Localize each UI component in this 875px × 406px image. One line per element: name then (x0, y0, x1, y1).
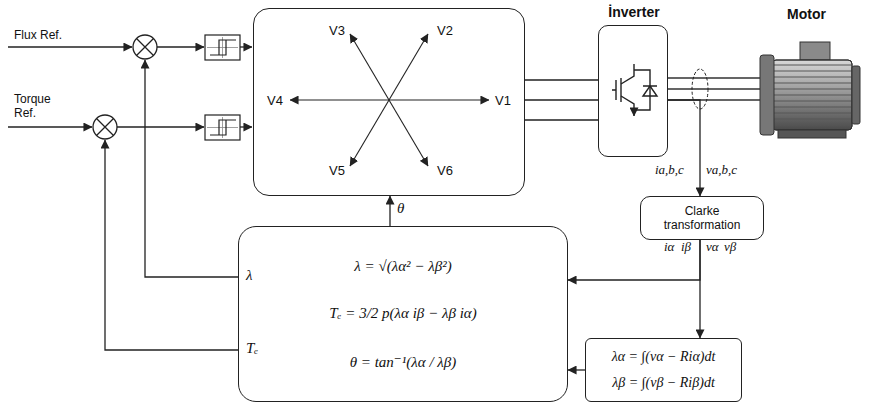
signal-name: vβ (724, 239, 736, 255)
node-text: Tₑ = 3/2 p(λα iβ − λβ iα) (329, 305, 476, 322)
igbt-symbol (620, 78, 621, 102)
node-text: Clarke transformation (641, 204, 763, 232)
voltage-vector-star (389, 34, 428, 100)
motor-illustration (800, 42, 830, 60)
input-label: Flux Ref. (14, 28, 62, 42)
hysteresis-comparator (205, 35, 240, 60)
node-text: V2 (437, 23, 453, 38)
signal-wire (117, 126, 204, 127)
node-text: V1 (495, 93, 511, 108)
igbt-symbol (621, 64, 650, 110)
voltage-vector-star (350, 100, 389, 166)
igbt-symbol (612, 80, 616, 100)
node-text: V4 (267, 93, 283, 108)
motor-illustration (772, 60, 852, 130)
signal-name: Tₑ (246, 339, 258, 357)
block-heading: İnverter (579, 4, 689, 20)
signal-wire (240, 46, 252, 47)
signal-wire (145, 60, 238, 277)
motor-cable (668, 78, 762, 100)
summing-junction (133, 35, 157, 59)
summing-junction (93, 115, 117, 139)
hysteresis-comparator (210, 40, 236, 55)
hysteresis-comparator (205, 115, 240, 140)
inverter-box: İnverter (598, 25, 668, 157)
input-label: Torque Ref. (14, 92, 66, 121)
connector (699, 240, 700, 338)
signal-wire (105, 140, 238, 350)
motor-label: Motor (787, 6, 826, 23)
connector (525, 80, 598, 120)
switching-table: V3 V2V4 V1V5 V6 (253, 8, 525, 196)
signal-name: iβ (681, 239, 691, 255)
connector (668, 100, 700, 196)
igbt-symbol (621, 96, 634, 116)
voltage-vector-star (389, 100, 428, 166)
signal-name: va,b,c (706, 162, 737, 178)
motor-illustration (760, 42, 860, 138)
summing-junction (93, 35, 157, 139)
connector (568, 240, 700, 280)
node-text: θ = tan⁻¹(λα / λβ) (350, 353, 457, 371)
node-text: V5 (329, 163, 345, 178)
signal-wire (8, 126, 92, 127)
signal-name: iα (664, 239, 674, 255)
node-text: λβ = ∫(vβ − Riβ)dt (612, 375, 715, 391)
hysteresis-comparator (210, 120, 236, 135)
voltage-vector-star (290, 34, 489, 166)
flux-integrator: λα = ∫(vα − Riα)dt λβ = ∫(vβ − Riβ)dt (585, 338, 742, 402)
connector (568, 369, 585, 370)
signal-wire (8, 47, 252, 350)
node-text: λα = ∫(vα − Riα)dt (612, 349, 716, 365)
motor-illustration (772, 60, 852, 130)
node-text: V6 (437, 163, 453, 178)
voltage-vector-star (290, 99, 389, 100)
summing-junction (137, 39, 154, 56)
motor-cable (668, 78, 762, 100)
igbt-symbol (643, 86, 657, 96)
signal-name: λ (246, 266, 253, 284)
signal-name: ia,b,c (655, 162, 684, 178)
motor-illustration (760, 55, 774, 135)
signal-name: vα (706, 239, 719, 255)
connector (389, 196, 390, 226)
motor-illustration (778, 130, 846, 138)
node-text: V3 (329, 23, 345, 38)
hysteresis-comparator (207, 117, 238, 138)
node-text: λ = √(λα² − λβ²) (354, 258, 451, 275)
motor-illustration (852, 66, 860, 124)
signal-wire (240, 126, 252, 127)
signal-wire (8, 46, 132, 47)
signal-wire (157, 46, 204, 47)
hysteresis-comparator (207, 37, 238, 58)
connector-group (390, 80, 700, 370)
edge-label: θ (397, 199, 404, 217)
igbt-symbol (612, 64, 657, 116)
summing-junction (97, 119, 114, 136)
hysteresis-comparator (205, 35, 240, 140)
voltage-vector-star (389, 99, 489, 100)
clarke-block: Clarke transformation (640, 196, 764, 240)
estimator-block: λ = √(λα² − λβ²) Tₑ = 3/2 p(λα iβ − λβ iα… (238, 226, 568, 402)
voltage-vector-star (350, 34, 389, 100)
